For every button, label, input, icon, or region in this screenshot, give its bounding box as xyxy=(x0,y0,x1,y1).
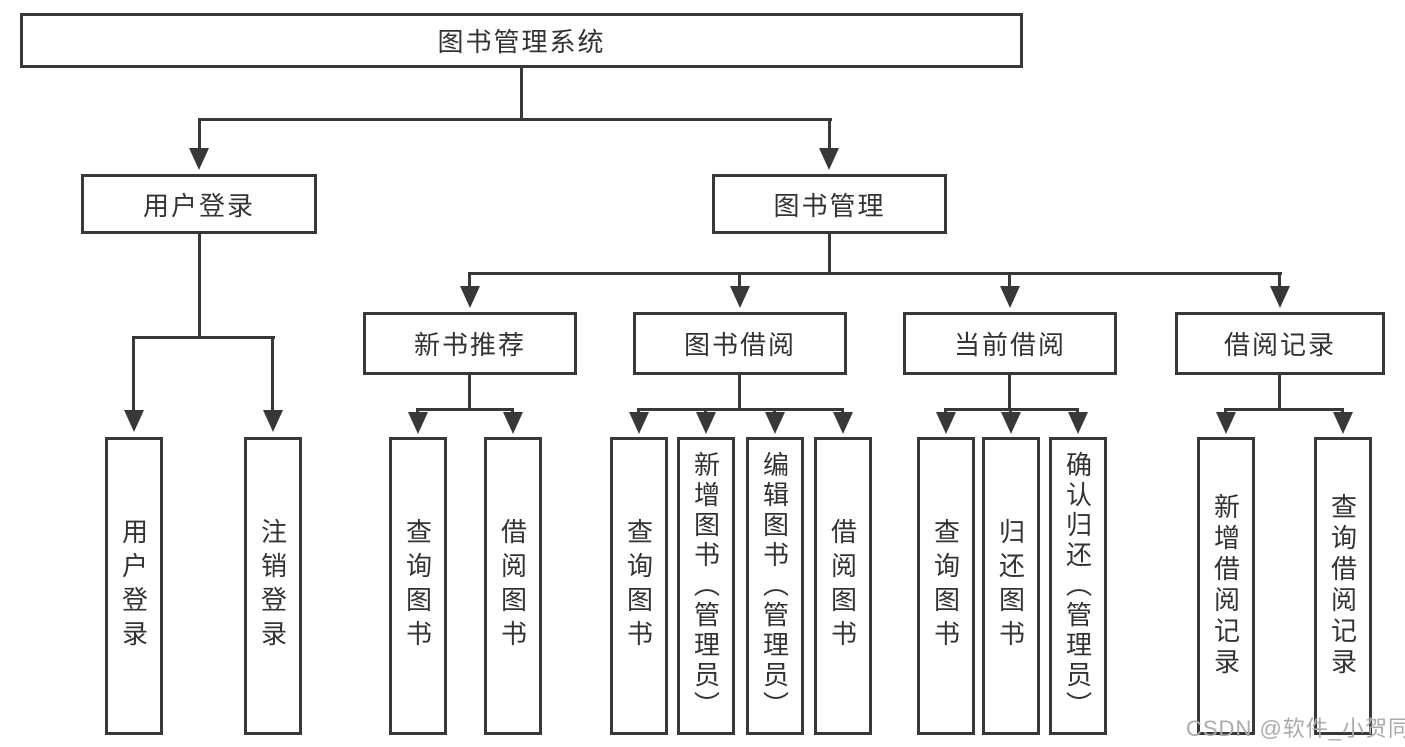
connector-stem-current-borrow xyxy=(1008,272,1011,288)
leaf-bb-query-books: 查询图书 xyxy=(610,437,668,735)
connector-br-bar xyxy=(1224,408,1344,411)
arrow-new-book xyxy=(460,286,480,308)
node-root: 图书管理系统 xyxy=(20,13,1023,68)
arrow-user-login xyxy=(189,148,209,170)
leaf-user-login: 用户登录 xyxy=(105,437,163,735)
connector-stem-bb-edit xyxy=(773,408,776,413)
leaf-logout: 注销登录 xyxy=(244,437,302,735)
node-book-borrow: 图书借阅 xyxy=(633,312,847,375)
connector-nbr-stub xyxy=(468,375,471,408)
connector-bookmgmt-stub xyxy=(828,234,831,272)
arrow-leaf-user-login xyxy=(124,410,144,432)
arrow-book-borrow xyxy=(730,286,750,308)
connector-stem-nbr-borrow xyxy=(511,408,514,413)
arrow-nbr-borrow xyxy=(503,412,523,434)
node-book-management: 图书管理 xyxy=(712,174,947,234)
arrow-cb-return xyxy=(1001,412,1021,434)
leaf-cb-confirm-return-admin: 确认归还（管理员） xyxy=(1049,437,1107,735)
arrow-borrow-records xyxy=(1270,286,1290,308)
arrow-nbr-query xyxy=(408,412,428,434)
node-user-login: 用户登录 xyxy=(81,174,317,234)
connector-nbr-bar xyxy=(416,408,514,411)
connector-stem-borrow-records xyxy=(1278,272,1281,288)
connector-stem-cb-return xyxy=(1009,408,1012,413)
leaf-bb-borrow-books: 借阅图书 xyxy=(814,437,872,735)
connector-stem-book-borrow xyxy=(738,272,741,288)
leaf-br-add-record: 新增借阅记录 xyxy=(1197,437,1255,735)
connector-stem-br-query xyxy=(1341,408,1344,413)
connector-cb-stub xyxy=(1008,375,1011,408)
arrow-br-query xyxy=(1333,412,1353,434)
connector-stem-bb-add xyxy=(704,408,707,413)
leaf-bb-add-book-admin: 新增图书（管理员） xyxy=(677,437,735,735)
leaf-cb-query-books: 查询图书 xyxy=(917,437,975,735)
leaf-cb-return-books: 归还图书 xyxy=(982,437,1040,735)
arrow-bb-add xyxy=(696,412,716,434)
leaf-nbr-borrow-books: 借阅图书 xyxy=(484,437,542,735)
connector-stem-bb-query xyxy=(637,408,640,413)
connector-login-bar xyxy=(133,336,275,339)
connector-bookmgmt-bar xyxy=(468,272,1282,275)
connector-stem-br-add xyxy=(1224,408,1227,413)
connector-br-stub xyxy=(1278,375,1281,408)
connector-stem-cb-confirm xyxy=(1076,408,1079,413)
connector-stem-nbr-query xyxy=(416,408,419,413)
watermark: CSDN @软件_小贺同学 xyxy=(1186,716,1405,741)
connector-root-stub xyxy=(520,68,523,118)
node-current-borrow: 当前借阅 xyxy=(903,312,1117,375)
connector-stem-leaf-user-login xyxy=(132,336,135,410)
arrow-cb-confirm xyxy=(1068,412,1088,434)
arrow-bb-borrow xyxy=(833,412,853,434)
leaf-nbr-query-books: 查询图书 xyxy=(389,437,447,735)
arrow-book-management xyxy=(819,148,839,170)
node-borrow-records: 借阅记录 xyxy=(1175,312,1385,375)
arrow-bb-query xyxy=(629,412,649,434)
connector-stem-user-login xyxy=(198,118,201,150)
arrow-current-borrow xyxy=(1000,286,1020,308)
arrow-bb-edit xyxy=(765,412,785,434)
connector-stem-cb-query xyxy=(944,408,947,413)
arrow-br-add xyxy=(1216,412,1236,434)
connector-stem-book-management xyxy=(828,118,831,150)
node-new-book-recommend: 新书推荐 xyxy=(363,312,577,375)
connector-login-stub xyxy=(198,234,201,336)
connector-stem-new-book xyxy=(468,272,471,288)
connector-bb-bar xyxy=(637,408,844,411)
connector-stem-bb-borrow xyxy=(841,408,844,413)
connector-stem-leaf-logout xyxy=(271,336,274,410)
arrow-cb-query xyxy=(936,412,956,434)
leaf-bb-edit-book-admin: 编辑图书（管理员） xyxy=(746,437,804,735)
connector-root-bar xyxy=(198,118,832,121)
arrow-leaf-logout xyxy=(263,410,283,432)
leaf-br-query-record: 查询借阅记录 xyxy=(1314,437,1372,735)
connector-bb-stub xyxy=(738,375,741,408)
